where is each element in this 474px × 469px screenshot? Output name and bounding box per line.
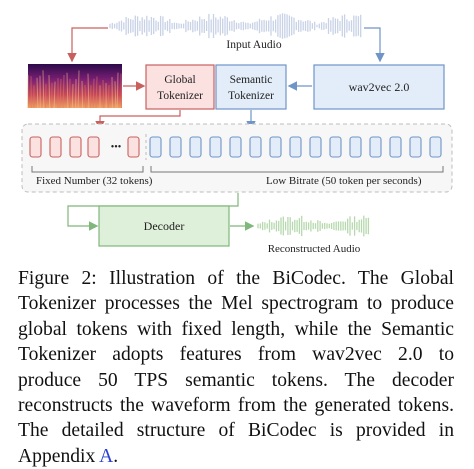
semantic-tokenizer-label-line2: Tokenizer <box>228 90 274 102</box>
semantic-tokenizer-label-line1: Semantic <box>230 74 273 86</box>
semantic-token <box>290 137 301 157</box>
caption-period: . <box>113 446 118 467</box>
global-token <box>30 137 41 157</box>
semantic-tokenizer-box: Semantic Tokenizer <box>216 65 286 109</box>
global-token <box>50 137 61 157</box>
semantic-token <box>190 137 201 157</box>
semantic-token <box>250 137 261 157</box>
caption-text: Figure 2: Illustration of the BiCodec. T… <box>18 268 454 467</box>
wav2vec-box: wav2vec 2.0 <box>314 65 444 109</box>
spectrogram-streak <box>49 75 50 108</box>
semantic-token <box>210 137 221 157</box>
bicodec-figure: Input Audio Global Tokenizer Semantic To… <box>0 0 474 262</box>
input-waveform-icon <box>110 13 361 38</box>
spectrogram-streak <box>45 84 46 108</box>
global-tokenizer-box: Global Tokenizer <box>146 65 214 109</box>
spectrogram-streak <box>72 84 73 108</box>
semantic-token <box>230 137 241 157</box>
semantic-token <box>350 137 361 157</box>
spectrogram-streak <box>27 75 28 108</box>
figure-caption: Figure 2: Illustration of the BiCodec. T… <box>18 266 454 469</box>
semantic-token <box>170 137 181 157</box>
low-bitrate-label: Low Bitrate (50 token per seconds) <box>266 175 422 187</box>
global-tokens-ellipsis: ••• <box>111 142 122 153</box>
global-tokenizer-label-line1: Global <box>164 74 195 86</box>
semantic-token <box>390 137 401 157</box>
semantic-token <box>150 137 161 157</box>
global-token <box>70 137 81 157</box>
semantic-token <box>370 137 381 157</box>
spectrogram-image <box>27 64 122 108</box>
semantic-token <box>270 137 281 157</box>
appendix-link[interactable]: A <box>99 446 113 467</box>
spectrogram-streak <box>69 79 70 108</box>
input-audio-label: Input Audio <box>226 39 282 51</box>
semantic-token <box>310 137 321 157</box>
global-tokenizer-label-line2: Tokenizer <box>157 90 203 102</box>
output-waveform-icon <box>258 216 368 237</box>
spectrogram-streak <box>82 81 83 108</box>
wav2vec-label: wav2vec 2.0 <box>349 80 410 94</box>
input-to-wav2vec-arrow <box>364 28 380 60</box>
global-token <box>128 137 139 157</box>
semantic-token <box>430 137 441 157</box>
fixed-number-label: Fixed Number (32 tokens) <box>36 175 153 187</box>
global-token <box>88 137 99 157</box>
token-sequence-panel: ••• Fixed Number (32 tokens) Low Bitrate… <box>22 124 452 192</box>
semantic-token <box>410 137 421 157</box>
input-to-spectrogram-arrow <box>72 28 108 60</box>
reconstructed-audio-label: Reconstructed Audio <box>268 243 361 255</box>
semantic-token <box>330 137 341 157</box>
spectrogram-streak <box>90 85 91 108</box>
decoder-label: Decoder <box>144 219 185 233</box>
decoder-box: Decoder <box>99 206 229 246</box>
